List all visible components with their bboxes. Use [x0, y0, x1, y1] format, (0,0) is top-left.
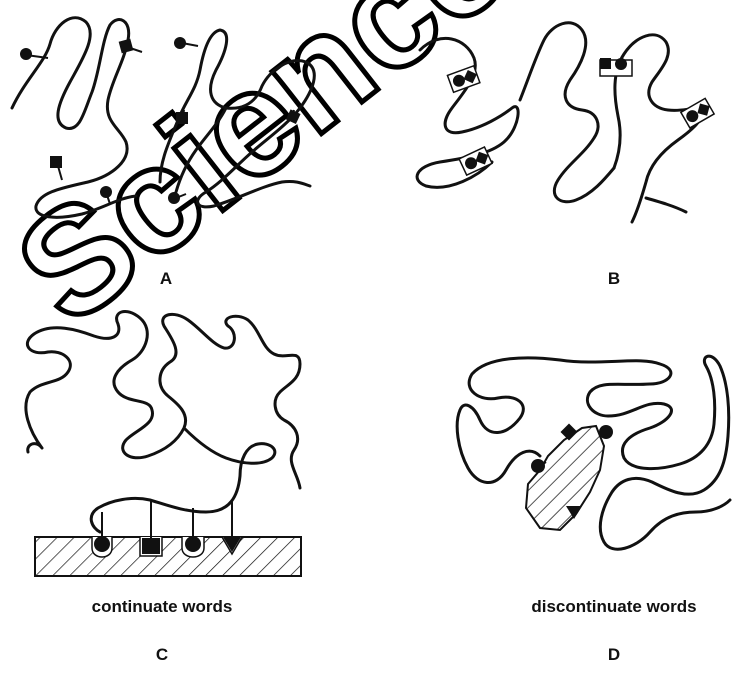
panel-a-label: A — [160, 269, 172, 288]
panel-d-label: D — [608, 645, 620, 664]
panel-c: continuate words C — [26, 311, 301, 664]
panel-c-label: C — [156, 645, 168, 664]
panel-c-caption: continuate words — [92, 597, 233, 616]
panel-b-receptor-pairs — [447, 58, 714, 175]
circle-receptor-icon — [615, 58, 627, 70]
panel-b-label: B — [608, 269, 620, 288]
circle-receptor-icon — [100, 186, 112, 198]
square-receptor-icon — [50, 156, 62, 168]
panel-d-caption: discontinuate words — [531, 597, 696, 616]
panel-b-chain-middle — [520, 23, 614, 202]
circle-receptor-icon — [174, 37, 186, 49]
circle-receptor-icon — [599, 425, 613, 439]
circle-receptor-icon — [185, 536, 201, 552]
square-receptor-icon — [119, 39, 134, 54]
panel-c-chain — [26, 311, 300, 532]
circle-receptor-icon — [20, 48, 32, 60]
panel-d: discontinuate words D — [457, 356, 730, 664]
circle-receptor-icon — [168, 192, 180, 204]
watermark-text: Science — [0, 0, 537, 355]
circle-receptor-icon — [531, 459, 545, 473]
surface-substrate — [35, 537, 301, 576]
panel-d-binding-pocket — [526, 426, 604, 530]
square-receptor-icon — [142, 538, 160, 554]
watermark: Science — [0, 0, 537, 355]
circle-receptor-icon — [94, 536, 110, 552]
square-receptor-icon — [176, 112, 188, 124]
square-receptor-icon — [600, 58, 611, 69]
